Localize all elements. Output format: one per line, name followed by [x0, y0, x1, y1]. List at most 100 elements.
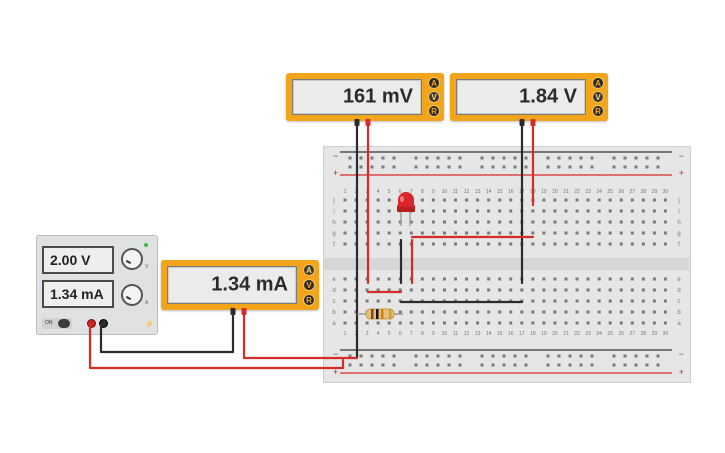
terminal-hole	[387, 198, 391, 202]
multimeter-top-right[interactable]: 1.84 V A V R	[450, 73, 608, 121]
rail-hole	[557, 354, 561, 358]
multimeter-middle[interactable]: 1.34 mA A V R	[161, 260, 319, 310]
rail-hole	[436, 354, 440, 358]
terminal-hole	[476, 198, 480, 202]
terminal-hole	[442, 310, 446, 314]
terminal-hole	[387, 209, 391, 213]
terminal-hole	[365, 288, 369, 292]
terminal-hole	[641, 277, 645, 281]
column-number-top: 19	[541, 189, 547, 195]
rail-hole	[524, 354, 528, 358]
multimeter-top-left[interactable]: 161 mV A V R	[286, 73, 444, 121]
mode-amps-button[interactable]: A	[303, 264, 315, 276]
terminal-hole	[343, 288, 347, 292]
terminal-hole	[597, 209, 601, 213]
rail-hole	[513, 354, 517, 358]
row-letter: a	[677, 321, 681, 327]
terminal-hole	[487, 321, 491, 325]
terminal-hole	[575, 310, 579, 314]
column-number-bottom: 21	[563, 331, 569, 337]
terminal-hole	[641, 299, 645, 303]
terminal-hole	[652, 310, 656, 314]
terminal-hole	[608, 198, 612, 202]
terminal-hole	[343, 242, 347, 246]
row-letter: b	[332, 310, 336, 316]
on-switch[interactable]: ON	[42, 318, 72, 329]
rail-hole	[414, 156, 418, 160]
terminal-hole	[487, 310, 491, 314]
wire-red-supply	[88, 322, 345, 370]
led-dome	[398, 192, 414, 207]
terminal-hole	[487, 220, 491, 224]
rail-hole	[447, 354, 451, 358]
terminal-hole	[652, 242, 656, 246]
terminal-hole	[531, 299, 535, 303]
rail-hole	[623, 354, 627, 358]
terminal-hole	[476, 231, 480, 235]
resistor-band	[371, 309, 374, 319]
terminal-hole	[476, 288, 480, 292]
mode-ohms-button[interactable]: R	[428, 105, 440, 117]
rail-hole	[425, 363, 429, 367]
terminal-hole	[564, 288, 568, 292]
current-knob[interactable]	[121, 284, 143, 306]
mode-ohms-button[interactable]: R	[303, 294, 315, 306]
row-letter: i	[678, 209, 679, 215]
terminal-hole	[597, 231, 601, 235]
terminal-hole	[509, 321, 513, 325]
column-number-top: 29	[652, 189, 658, 195]
column-number-bottom: 22	[574, 331, 580, 337]
terminal-hole	[398, 321, 402, 325]
plus-rail-top-label: +	[333, 168, 339, 178]
column-number-top: 27	[630, 189, 636, 195]
terminal-hole	[431, 242, 435, 246]
rail-hole	[348, 363, 352, 367]
rail-hole	[546, 354, 550, 358]
rail-hole	[491, 363, 495, 367]
rail-hole	[370, 363, 374, 367]
negative-terminal[interactable]	[99, 319, 108, 328]
rail-hole	[612, 156, 616, 160]
terminal-hole	[564, 277, 568, 281]
meter-screen: 161 mV	[292, 79, 422, 115]
terminal-hole	[542, 277, 546, 281]
rail-hole	[590, 354, 594, 358]
terminal-hole	[608, 242, 612, 246]
positive-terminal[interactable]	[87, 319, 96, 328]
column-number-top: 23	[585, 189, 591, 195]
terminal-hole	[586, 299, 590, 303]
meter-screen: 1.34 mA	[167, 266, 297, 304]
terminal-hole	[630, 242, 634, 246]
column-number-bottom: 17	[519, 331, 525, 337]
mode-volts-button[interactable]: V	[592, 91, 604, 103]
terminal-hole	[553, 231, 557, 235]
terminal-hole	[575, 277, 579, 281]
terminal-hole	[619, 220, 623, 224]
terminal-hole	[542, 231, 546, 235]
plus-rail-bottom-label: +	[333, 367, 339, 377]
rail-hole	[612, 354, 616, 358]
terminal-hole	[442, 277, 446, 281]
terminal-hole	[442, 220, 446, 224]
terminal-hole	[630, 231, 634, 235]
column-number-bottom: 25	[607, 331, 613, 337]
mode-ohms-button[interactable]: R	[592, 105, 604, 117]
terminal-hole	[509, 209, 513, 213]
power-supply[interactable]: 2.00 V 1.34 mA V A ON ⚡	[36, 235, 158, 335]
voltage-knob[interactable]	[121, 248, 143, 270]
mode-volts-button[interactable]: V	[428, 91, 440, 103]
terminal-hole	[575, 231, 579, 235]
terminal-hole	[487, 231, 491, 235]
mode-amps-button[interactable]: A	[428, 77, 440, 89]
terminal-hole	[343, 198, 347, 202]
mode-amps-button[interactable]: A	[592, 77, 604, 89]
rail-hole	[502, 156, 506, 160]
mode-volts-button[interactable]: V	[303, 279, 315, 291]
terminal-hole	[619, 209, 623, 213]
terminal-hole	[575, 220, 579, 224]
rail-hole	[491, 165, 495, 169]
terminal-hole	[564, 242, 568, 246]
terminal-hole	[652, 220, 656, 224]
rail-hole	[524, 156, 528, 160]
rail-hole	[656, 354, 660, 358]
